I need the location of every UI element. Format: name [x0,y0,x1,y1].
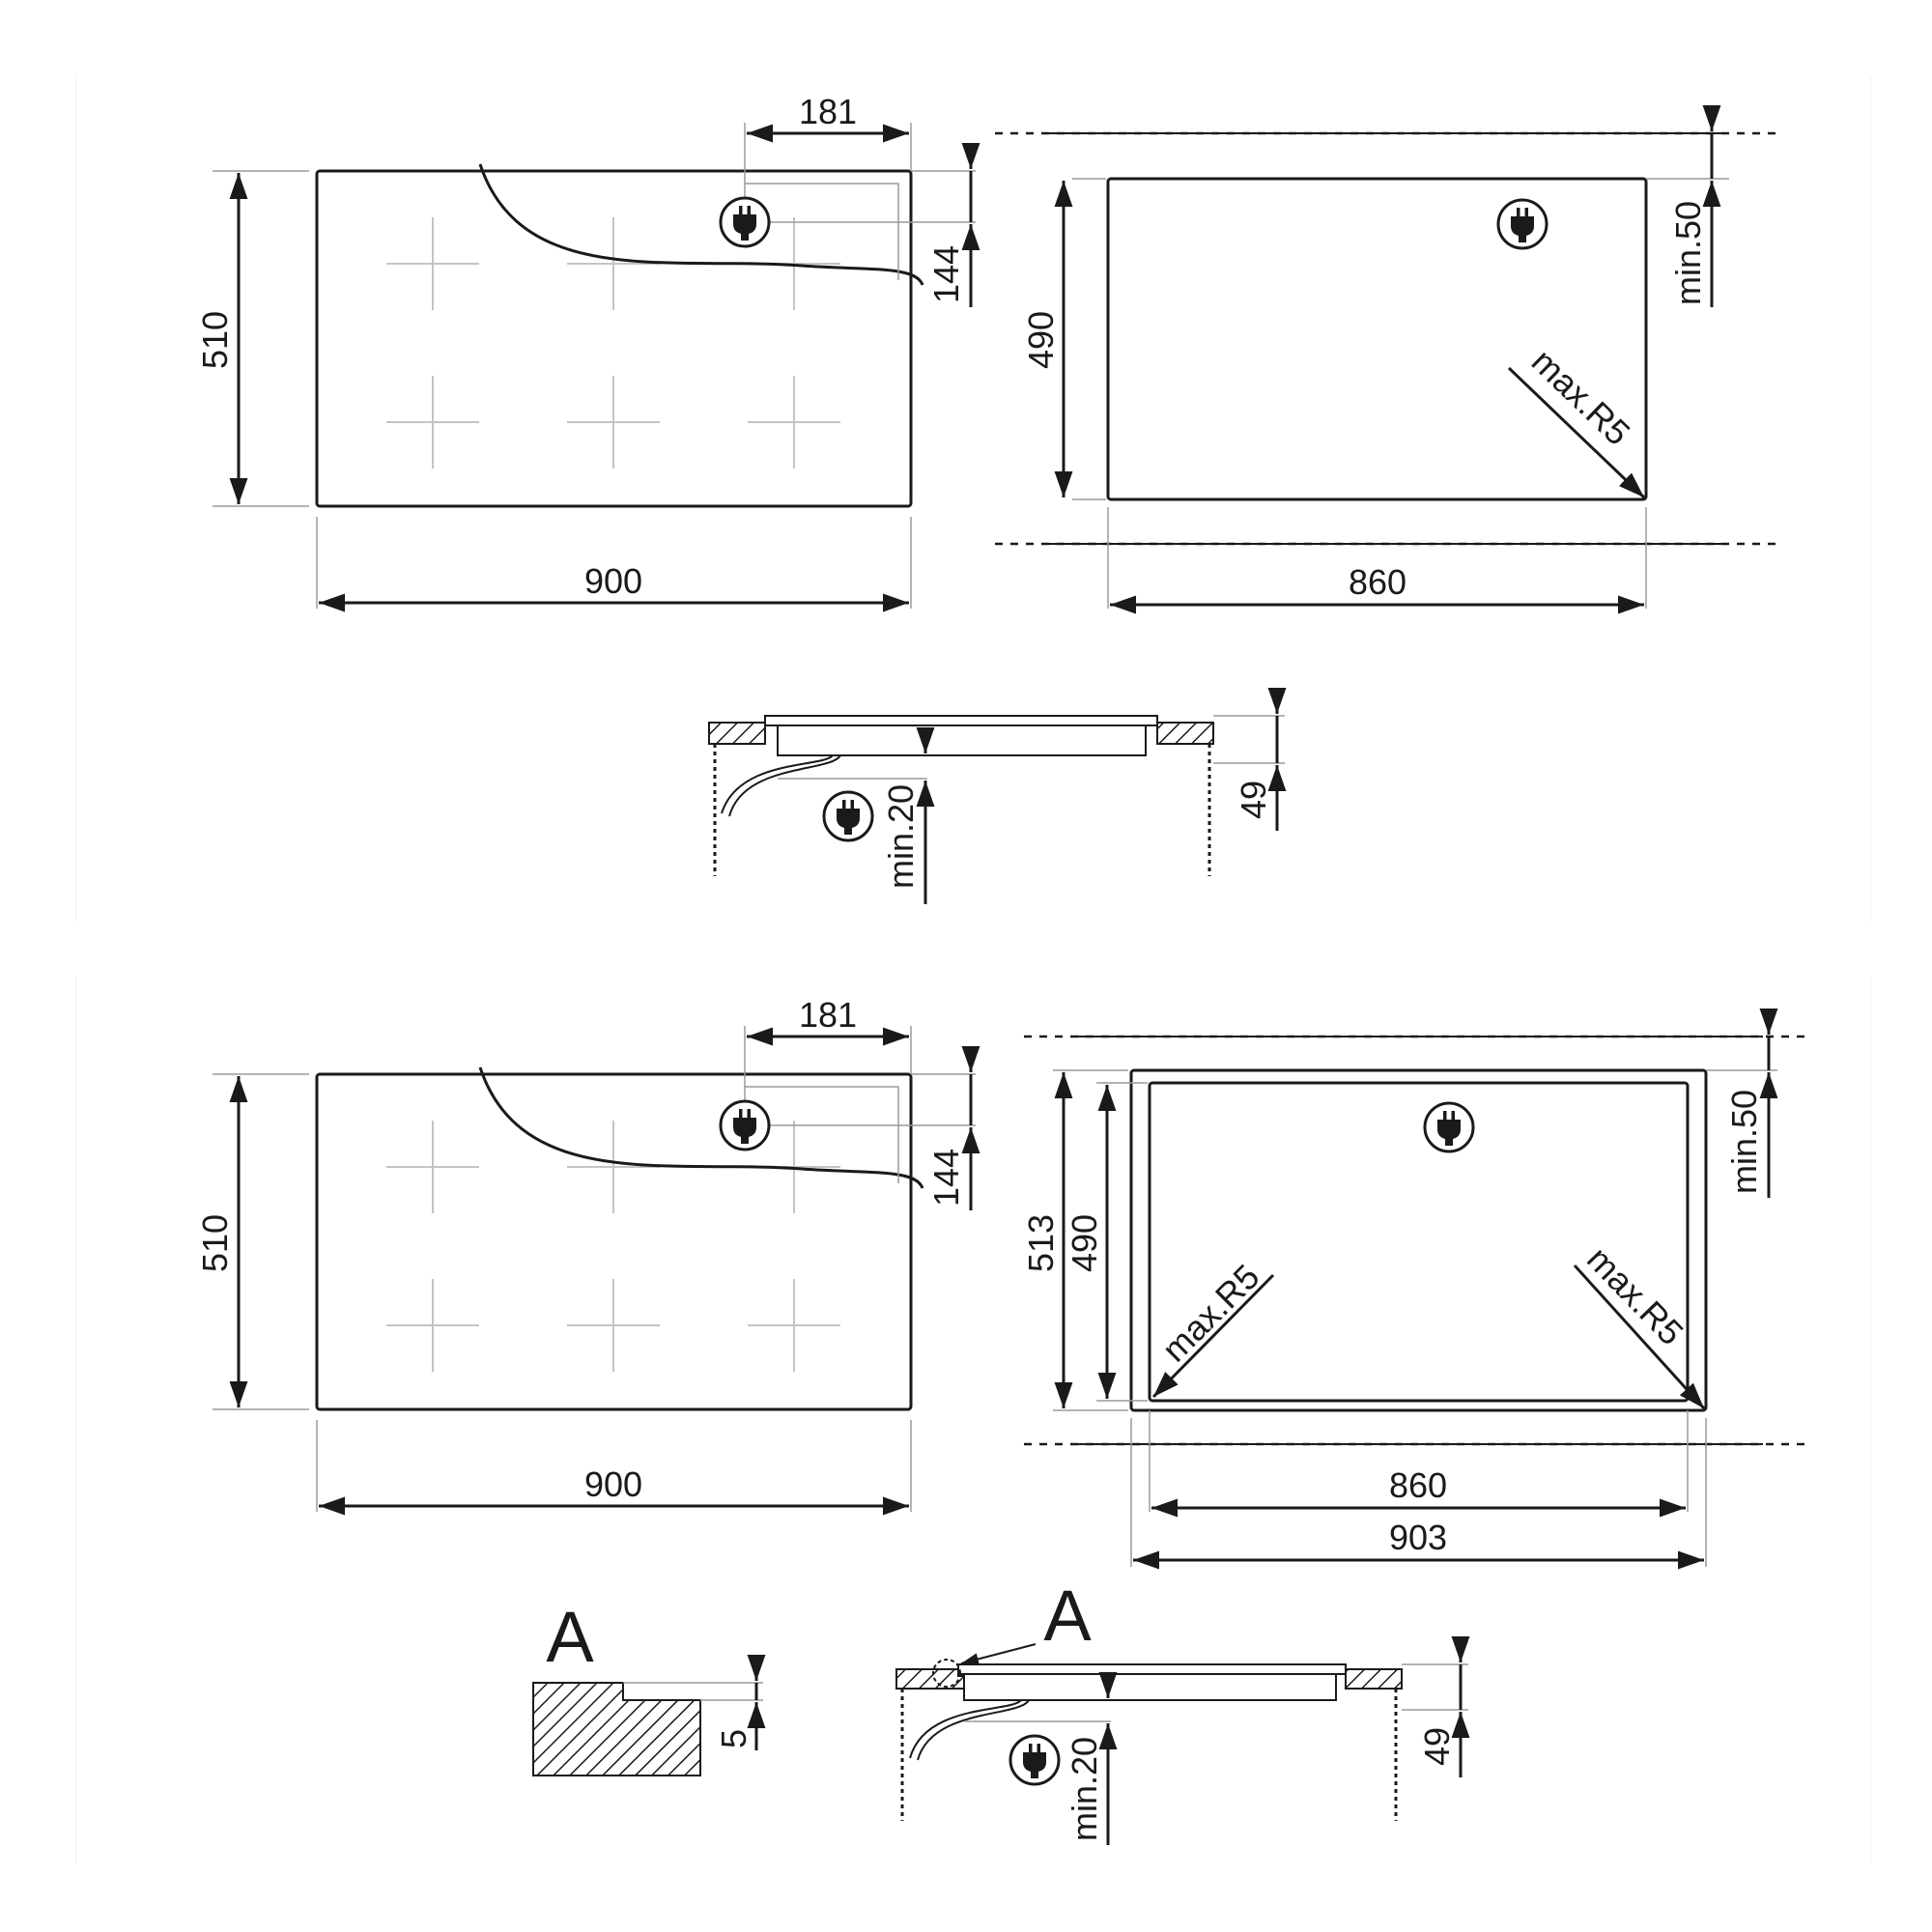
plug-icon [719,196,771,248]
section-view-top: min.20 49 [708,688,1287,904]
corner-radius-left-label: max.R5 [1154,1257,1267,1370]
detail-a: A 5 [532,1597,766,1776]
cutout-outer-height-label: 513 [1021,1214,1061,1272]
plug-icon [1423,1101,1475,1153]
min-clearance-label-2: min.50 [1724,1090,1764,1194]
min-below-label-2: min.20 [1065,1737,1104,1841]
plug-icon [1496,198,1548,250]
thickness-label-2: 49 [1417,1727,1457,1766]
plug-icon [719,1099,771,1151]
cutout-width-label: 860 [1349,562,1406,602]
thickness-label: 49 [1234,781,1273,819]
min-below-label: min.20 [881,784,921,889]
plug-offset-y-label: 144 [926,245,966,303]
rebate-depth-label: 5 [714,1729,753,1748]
cutout-inner-height-label: 490 [1065,1214,1104,1272]
bottom-installation-panel [75,976,1871,1864]
detail-ref-label: A [1043,1576,1092,1656]
plug-icon [822,790,874,842]
plug-offset-x-label: 181 [799,92,857,131]
detail-a-label: A [546,1597,594,1677]
cutout-top-view-2: 513 490 860 903 min.50 max.R5 max.R5 [1021,1009,1811,1570]
hob-width-label-2: 900 [584,1464,642,1504]
section-view-bottom: A min.20 49 [895,1576,1470,1845]
cutout-top-view: 490 860 min.50 max.R5 [995,105,1777,614]
hob-top-view-2: 510 900 181 144 [195,995,980,1516]
cutout-outer-width-label: 903 [1389,1518,1447,1557]
hob-height-label: 510 [195,311,235,369]
plug-offset-y-label-2: 144 [926,1149,966,1207]
hob-top-view: 510 900 181 144 [195,92,980,612]
corner-radius-right-label: max.R5 [1579,1238,1691,1352]
plug-icon [1009,1734,1061,1786]
plug-offset-x-label-2: 181 [799,995,857,1035]
min-clearance-label: min.50 [1668,201,1708,305]
hob-width-label: 900 [584,561,642,601]
cutout-height-label: 490 [1021,311,1061,369]
cutout-inner-width-label: 860 [1389,1465,1447,1505]
hob-height-label-2: 510 [195,1214,235,1272]
